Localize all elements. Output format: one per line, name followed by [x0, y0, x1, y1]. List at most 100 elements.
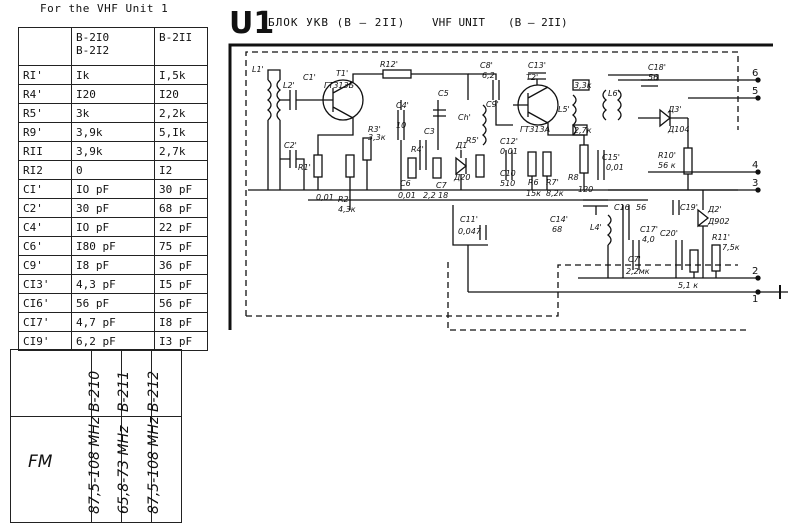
label-c8-val: 6,2: [482, 71, 495, 80]
resistor-r1: [313, 154, 323, 178]
label-c14-val: 68: [552, 225, 562, 234]
pin-6-label: 6: [752, 68, 758, 79]
label-c19: C19': [680, 203, 698, 212]
value-b211-cell: I2: [154, 160, 208, 180]
capacitor-c17: [632, 240, 640, 270]
fm-col-divider-1: [91, 350, 92, 522]
coil-l6-primary: [602, 89, 608, 121]
coil-l5: [571, 94, 577, 136]
label-r7: R7': [546, 178, 559, 187]
label-l5: L5': [558, 105, 570, 114]
fm-frequency-table: [10, 349, 182, 523]
table-header-b210: B-2I0 B-2I2: [71, 27, 155, 66]
label-l4: L4': [590, 223, 602, 232]
label-c10: C10: [500, 169, 516, 178]
label-d1-type: Д20: [453, 173, 470, 182]
label-c9: C9': [486, 100, 499, 109]
label-c18: C18': [648, 63, 666, 72]
value-b211-cell: 5,Ik: [154, 122, 208, 142]
screen-boundary: [245, 51, 739, 316]
fm-col-divider-3: [151, 350, 152, 522]
pin6-dot: [755, 77, 761, 83]
value-b210-cell: IO pF: [71, 179, 155, 199]
label-r8: R8: [568, 173, 579, 182]
diode-d1: [455, 150, 468, 190]
label-c7b-val: 2,2мк: [626, 267, 650, 276]
resistor-r10: [683, 147, 693, 175]
component-name-cell: RI': [18, 65, 72, 85]
value-b211-cell: 2,2k: [154, 103, 208, 123]
label-c7: C7: [436, 181, 448, 190]
block-title-ru-num: (B – 2II): [336, 16, 406, 29]
capacitor-c10: [505, 150, 513, 180]
capacitor-c4: [397, 100, 405, 190]
label-c4: C4': [396, 101, 409, 110]
label-r5: R5': [466, 136, 479, 145]
value-b210-cell: 4,3 pF: [71, 274, 155, 294]
label-r1: R1': [298, 163, 311, 172]
label-val-001a: 0,01: [316, 193, 334, 202]
label-val-22: 2,2: [423, 191, 436, 200]
label-d2-type: Д902: [707, 217, 730, 226]
pin3-dot: [755, 187, 761, 193]
label-l2: L2': [283, 81, 295, 90]
pin2-dot: [755, 275, 761, 281]
fm-range-b210: 87,5-108 MHz: [87, 416, 103, 514]
fm-model-b210: B-210: [87, 370, 103, 412]
capacitor-c1: [280, 90, 318, 110]
pin4-dot: [755, 169, 761, 175]
unit-label: U1: [229, 6, 275, 41]
label-r11-val: 7,5к: [722, 243, 740, 252]
value-b210-cell: 3,9k: [71, 141, 155, 161]
label-c3: C3: [424, 127, 435, 136]
capacitor-c3: [419, 140, 427, 170]
value-b210-cell: IO pF: [71, 217, 155, 237]
value-b211-cell: 2,7k: [154, 141, 208, 161]
coil-l4: [606, 214, 612, 246]
label-c7b: C7': [628, 255, 641, 264]
diode-d3: [638, 108, 688, 128]
page-title: For the VHF Unit 1: [40, 2, 169, 15]
fm-range-b212: 87,5-108 MHz: [146, 416, 162, 514]
label-c5: C5: [438, 89, 449, 98]
component-name-cell: R9': [18, 122, 72, 142]
label-c17-val: 4,0: [642, 235, 655, 244]
label-t2: T2': [526, 73, 538, 82]
label-r10-val: 56 к: [658, 161, 676, 170]
label-r2-val: 4,3к: [338, 205, 356, 214]
label-r2: R2': [338, 195, 351, 204]
value-b210-cell: I20: [71, 84, 155, 104]
choke-ch: [481, 104, 487, 146]
component-name-cell: CI7': [18, 312, 72, 332]
label-c16-val: 56: [636, 203, 646, 212]
block-title-ru-text: БЛОК УКВ: [268, 16, 329, 29]
fm-table-divider: [11, 416, 181, 417]
label-box-2-7k: [572, 124, 588, 136]
label-c18-val: 56: [648, 73, 658, 82]
capacitor-c2: [280, 150, 305, 190]
label-r10: R10': [658, 151, 676, 160]
label-c2: C2': [284, 141, 297, 150]
pin-5-label: 5: [752, 86, 758, 97]
component-name-cell: CI9': [18, 331, 72, 351]
value-b210-cell: I80 pF: [71, 236, 155, 256]
fm-col-divider-2: [121, 350, 122, 522]
coil-l2: [276, 79, 282, 121]
resistor-r-5-1k: [689, 249, 699, 273]
screen-boundary-bottom: [447, 262, 748, 331]
coil-leads: [267, 69, 281, 190]
capacitor-c8-c9: [468, 73, 513, 126]
